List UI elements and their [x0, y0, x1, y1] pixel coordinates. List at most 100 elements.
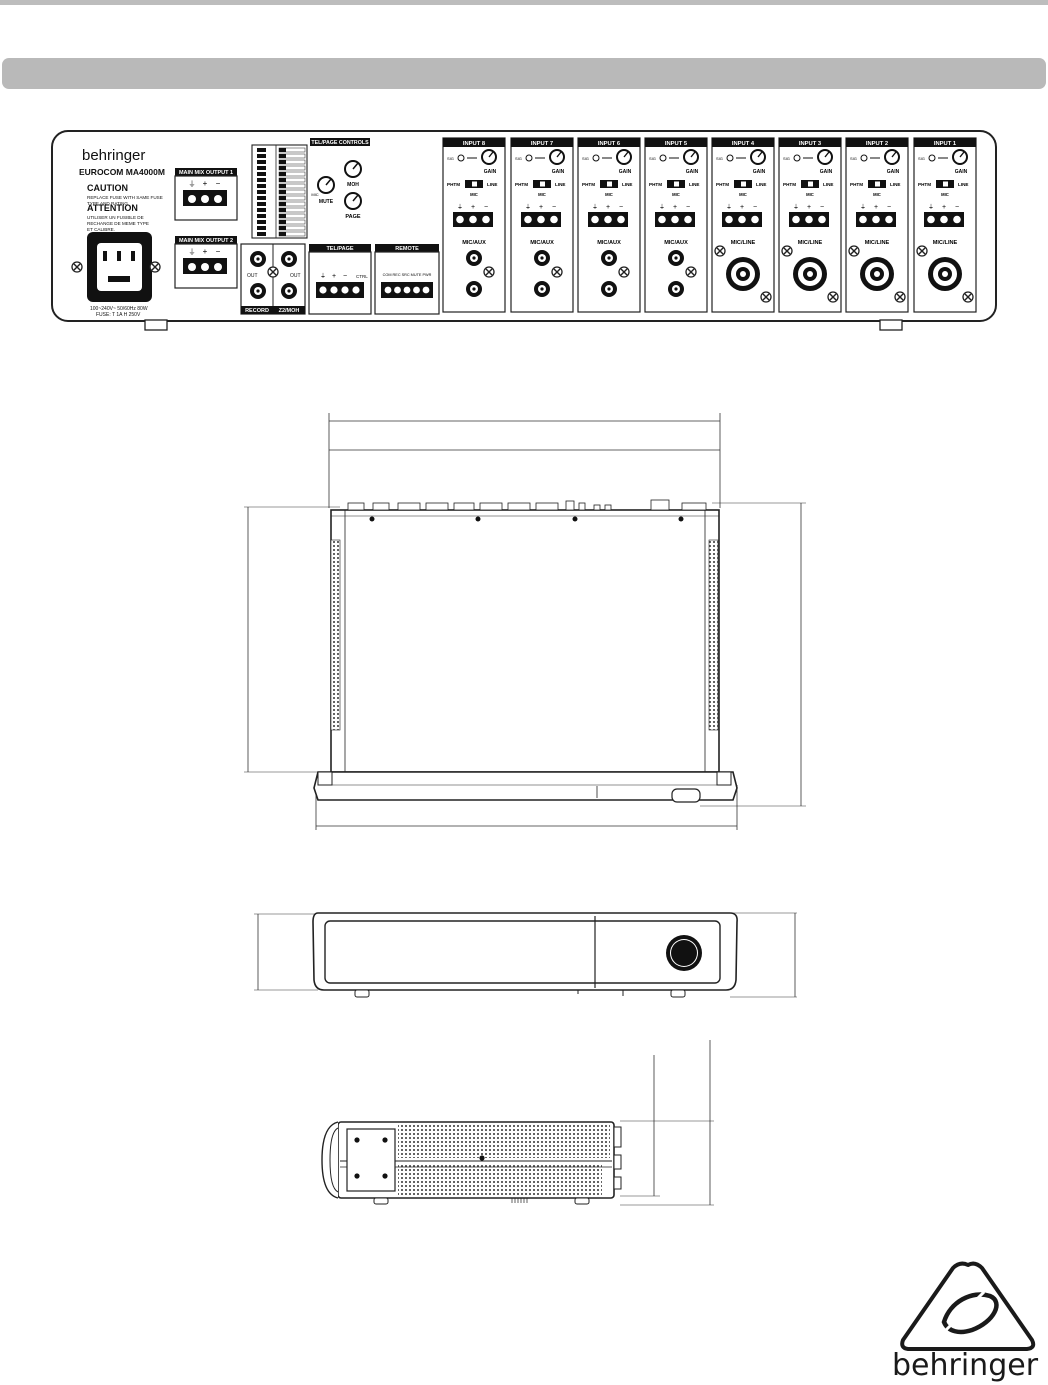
caution-title: CAUTION [87, 183, 128, 193]
channel-header-bg [914, 138, 976, 147]
line-label: LINE [555, 182, 565, 187]
channel-name: INPUT 8 [463, 141, 486, 147]
mic-label: MIC [672, 192, 680, 197]
dip-switch [257, 190, 266, 194]
gain-label: GAIN [887, 169, 900, 175]
signal-led [525, 154, 533, 162]
dip-legend-mark [279, 154, 286, 158]
mic-label: MIC [806, 192, 814, 197]
channel-header-bg [443, 138, 505, 147]
signal-led [928, 154, 936, 162]
sig-label: SIG [918, 156, 925, 161]
plus-label: + [539, 204, 543, 211]
dip-legend-mark [279, 220, 286, 224]
mic-label: MIC [941, 192, 949, 197]
minus-label: − [820, 204, 824, 211]
remote-pins-label: COM REC SRC MUTE PWR [383, 273, 432, 277]
input-channels: INPUT 8 SIG GAIN PHTM LINE MIC ⏚ + − MIC/AUX INPUT… [442, 137, 977, 313]
gnd-label: ⏚ [592, 204, 598, 211]
gain-label: GAIN [753, 169, 766, 175]
dip-switch [257, 160, 266, 164]
dip-switch [257, 232, 266, 236]
minus-label: − [552, 204, 556, 211]
jack-label: MIC/LINE [933, 240, 958, 246]
plus-label: + [807, 204, 811, 211]
mute-knob-label: MUTE [319, 199, 334, 205]
phtm-label: PHTM [850, 182, 863, 187]
dip-switch [257, 220, 266, 224]
main-mix-output-1-label: MAIN MIX OUTPUT 1 [179, 170, 233, 176]
signal-led [659, 154, 667, 162]
dip-switch [257, 154, 266, 158]
dip-switch [257, 166, 266, 170]
mic-label: MIC [739, 192, 747, 197]
remote-label: REMOTE [395, 246, 419, 252]
channel-header-bg [779, 138, 841, 147]
ctrl-label: CTRL [356, 274, 368, 279]
front-view-drawing [254, 912, 797, 998]
rear-brand: behringer [82, 147, 145, 164]
top-view-chassis [330, 509, 720, 773]
tel-page-label: TEL/PAGE [326, 246, 353, 252]
dip-switch [257, 196, 266, 200]
rear-panel-drawing: behringer EUROCOM MA4000M CAUTION REPLAC… [51, 130, 997, 331]
jack-label: MIC/AUX [664, 240, 688, 246]
line-label: LINE [689, 182, 699, 187]
dip-switch [257, 172, 266, 176]
tel-page-connector [316, 282, 364, 298]
sig-label: SIG [582, 156, 589, 161]
z2-moh-label: Z2/MOH [279, 308, 300, 314]
sig-label: SIG [850, 156, 857, 161]
dip-legend-mark [279, 178, 286, 182]
channel-header-bg [578, 138, 640, 147]
gnd-label: ⏚ [457, 204, 463, 211]
tel-page-controls-label: TEL/PAGE CONTROLS [311, 140, 369, 146]
sig-label: SIG [649, 156, 656, 161]
dip-legend-mark [279, 214, 286, 218]
phtm-label: PHTM [783, 182, 796, 187]
channel-header-bg [712, 138, 774, 147]
behringer-logo-icon [900, 1261, 1036, 1351]
plus-label: + [471, 204, 475, 211]
minus-label: − [955, 204, 959, 211]
mic-label: MIC [538, 192, 546, 197]
dip-legend-mark [279, 184, 286, 188]
caution-line-1: REPLACE FUSE WITH SAME FUSE [87, 195, 163, 200]
z2-out-label: OUT [290, 273, 301, 279]
signal-led [793, 154, 801, 162]
line-label: LINE [756, 182, 766, 187]
dip-legend-mark [279, 148, 286, 152]
record-label: RECORD [245, 308, 269, 314]
gain-label: GAIN [820, 169, 833, 175]
channel-header-bg [846, 138, 908, 147]
rca-jacks [250, 251, 297, 299]
dip-switch [257, 178, 266, 182]
sig-label: SIG [716, 156, 723, 161]
main-mix-out-1-label-bg [175, 168, 237, 176]
gain-label: GAIN [686, 169, 699, 175]
channel-name: INPUT 7 [531, 141, 553, 147]
channel-header-bg [645, 138, 707, 147]
record-out-label: OUT [247, 273, 258, 279]
channel-header-bg [511, 138, 573, 147]
jack-label: MIC/LINE [798, 240, 823, 246]
sig-label: SIG [515, 156, 522, 161]
dip-switch-block [251, 144, 308, 239]
mic-label: MIC [873, 192, 881, 197]
top-view-drawing [244, 413, 806, 830]
channel-name: INPUT 3 [799, 141, 822, 147]
phtm-label: PHTM [649, 182, 662, 187]
caution-line-2: TYPE AND RATING. [87, 201, 129, 206]
mmo1-plus: + [203, 179, 208, 188]
power-inlet [71, 232, 161, 302]
phtm-label: PHTM [447, 182, 460, 187]
top-view-connectors [347, 499, 707, 511]
jack-label: MIC/LINE [865, 240, 890, 246]
mic-label: MIC [470, 192, 478, 197]
gain-label: GAIN [619, 169, 632, 175]
attention-title: ATTENTION [87, 203, 138, 213]
